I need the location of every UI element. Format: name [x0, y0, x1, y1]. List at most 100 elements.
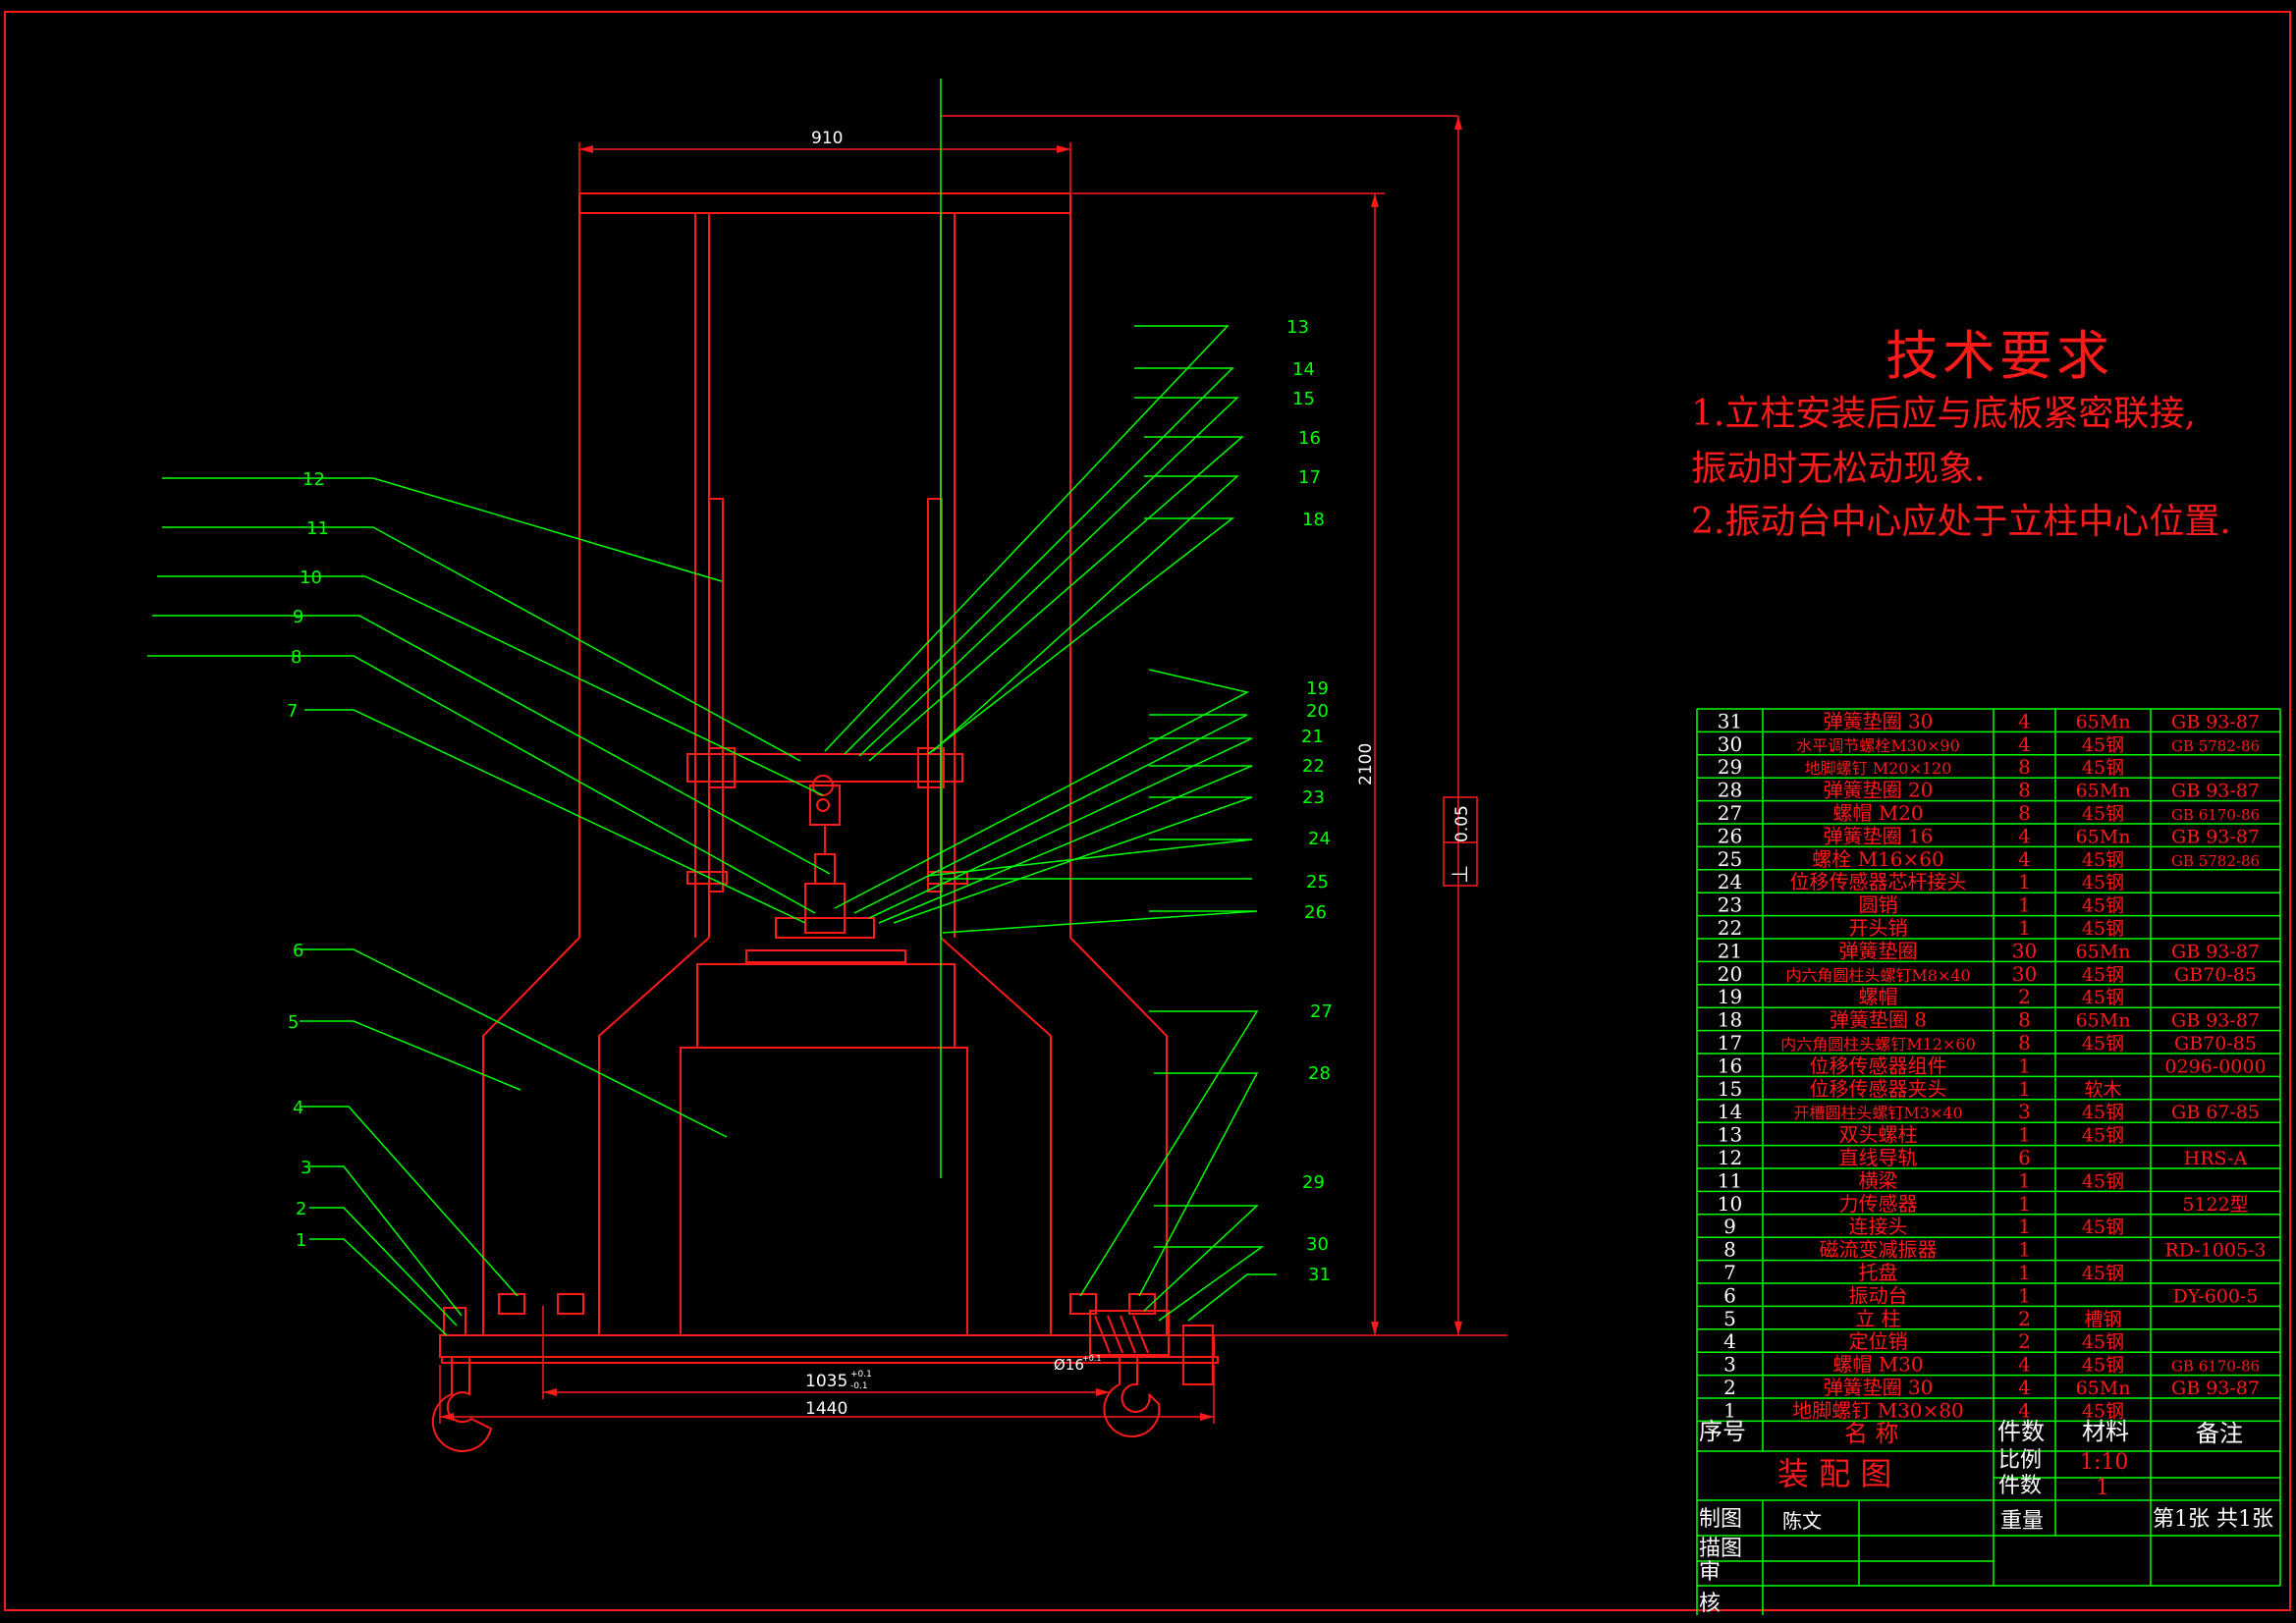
balloon-27: 27 [1310, 1001, 1333, 1022]
bom-cell-name: 振动台 [1849, 1283, 1908, 1307]
bom-cell-name: 位移传感器组件 [1810, 1054, 1947, 1077]
bom-cell-no: 14 [1718, 1100, 1742, 1123]
bom-cell-no: 13 [1718, 1123, 1742, 1147]
bom-cell-name: 力传感器 [1839, 1192, 1918, 1216]
review-label-1: 审 [1699, 1560, 1721, 1585]
bom-cell-qty: 3 [2018, 1100, 2031, 1123]
dim-1440: 1440 [805, 1399, 847, 1419]
balloon-31: 31 [1308, 1265, 1331, 1285]
bom-cell-mat: 65Mn [2076, 826, 2131, 847]
balloon-17: 17 [1298, 467, 1321, 488]
bom-cell-name: 螺帽 M20 [1832, 801, 1923, 825]
balloon-20: 20 [1306, 701, 1329, 722]
bom-header-note: 备注 [2196, 1420, 2243, 1447]
bom-cell-qty: 2 [2018, 1329, 2031, 1353]
balloon-22: 22 [1302, 756, 1325, 777]
bom-cell-no: 19 [1718, 985, 1742, 1008]
bom-cell-note: GB70-85 [2174, 1033, 2257, 1055]
bom-cell-name: 立 柱 [1855, 1307, 1900, 1330]
balloons-left: 12 11 10 9 8 7 6 5 4 3 2 1 [287, 469, 329, 1251]
bom-cell-mat: 软木 [2084, 1079, 2121, 1101]
count-value: 1 [2096, 1476, 2109, 1500]
drawing-name: 装 配 图 [1777, 1455, 1891, 1492]
bom-cell-mat: 65Mn [2076, 781, 2131, 802]
bom-header: 序号 名 称 件数 材料 备注 [1699, 1418, 2243, 1447]
bom-cell-name: 位移传感器芯杆接头 [1790, 870, 1967, 893]
bom-cell-no: 25 [1718, 847, 1742, 871]
dim-1035-tol-lower: -0.1 [850, 1381, 868, 1391]
dim-2100: 2100 [1356, 743, 1376, 785]
bom-cell-name: 托盘 [1859, 1261, 1898, 1284]
bom-cell-qty: 4 [2018, 847, 2031, 871]
tech-requirements-title: 技术要求 [1886, 325, 2113, 387]
balloon-13: 13 [1286, 317, 1309, 338]
bom-cell-mat: 45钢 [2082, 872, 2124, 893]
bom-cell-no: 28 [1718, 779, 1742, 802]
bom-cell-qty: 1 [2018, 870, 2031, 893]
dim-hole: Ø16 [1054, 1356, 1084, 1374]
bom-cell-name: 圆销 [1859, 893, 1898, 917]
bom-cell-mat: 45钢 [2082, 1355, 2124, 1377]
bom-cell-qty: 30 [2012, 962, 2037, 986]
bom-cell-note: GB 93-87 [2171, 781, 2260, 802]
bom-cell-name: 定位销 [1849, 1329, 1908, 1353]
dimension-lines [439, 115, 1507, 1424]
bom-cell-no: 21 [1718, 939, 1742, 962]
bom-cell-no: 9 [1723, 1215, 1736, 1238]
balloon-26: 26 [1304, 902, 1327, 923]
bom-cell-no: 2 [1723, 1376, 1736, 1399]
bom-cell-mat: 45钢 [2082, 734, 2124, 756]
bom-cell-name: 地脚螺钉 M20×120 [1805, 759, 1952, 778]
bom-cell-no: 27 [1718, 801, 1742, 825]
bom-cell-no: 12 [1718, 1146, 1742, 1169]
dim-hole-tol: +0.1 [1082, 1354, 1101, 1363]
bom-cell-mat: 45钢 [2082, 964, 2124, 986]
bom-cell-no: 5 [1723, 1307, 1736, 1330]
tech-requirement-line-1: 1.立柱安装后应与底板紧密联接, [1691, 394, 2196, 434]
balloon-7: 7 [287, 701, 298, 722]
bom-cell-qty: 30 [2012, 939, 2037, 962]
bom-cell-note: GB 93-87 [2171, 711, 2260, 732]
bom-cell-qty: 1 [2018, 1283, 2031, 1307]
bom-cell-name: 弹簧垫圈 [1839, 939, 1918, 962]
bom-cell-note: GB 6170-86 [2171, 806, 2260, 824]
balloons-right: 13 14 15 16 17 18 19 20 21 22 23 24 25 2… [1286, 317, 1333, 1285]
bom-cell-no: 17 [1718, 1031, 1742, 1055]
balloon-3: 3 [301, 1158, 311, 1178]
bom-cell-qty: 8 [2018, 755, 2031, 779]
bom-cell-mat: 65Mn [2076, 1378, 2131, 1399]
bom-cell-note: GB70-85 [2174, 964, 2257, 986]
bom-cell-mat: 45钢 [2082, 987, 2124, 1008]
bom-header-mat: 材料 [2082, 1418, 2129, 1445]
title-block: 装 配 图 比例 1:10 件数 1 重量 第1张 共1张 制图 陈文 描图 审… [1699, 1448, 2273, 1616]
bom-cell-no: 20 [1718, 962, 1742, 986]
bom-cell-mat: 45钢 [2082, 1125, 2124, 1147]
dimension-arrows [440, 116, 1462, 1421]
bom-cell-no: 8 [1723, 1238, 1736, 1262]
bom-cell-name: 开头销 [1849, 916, 1908, 940]
drawing-border [4, 11, 2291, 1611]
bom-cell-qty: 1 [2018, 1054, 2031, 1077]
bom-cell-qty: 4 [2018, 732, 2031, 756]
bom-cell-qty: 1 [2018, 893, 2031, 917]
bom-header-name: 名 称 [1844, 1420, 1899, 1447]
bom-cell-no: 24 [1718, 870, 1742, 893]
bom-cell-note: GB 93-87 [2171, 1378, 2260, 1399]
traced-label: 描图 [1699, 1537, 1742, 1561]
balloon-2: 2 [296, 1199, 306, 1219]
bom-cell-qty: 1 [2018, 1192, 2031, 1216]
bom-cell-qty: 8 [2018, 1031, 2031, 1055]
balloon-1: 1 [296, 1230, 306, 1251]
bom-cell-qty: 8 [2018, 1008, 2031, 1032]
bom-cell-mat: 45钢 [2082, 803, 2124, 825]
bom-cell-no: 31 [1718, 709, 1742, 732]
bom-cell-mat: 45钢 [2082, 1170, 2124, 1192]
bom-cell-no: 10 [1718, 1192, 1742, 1216]
balloon-9: 9 [293, 607, 303, 627]
bom-cell-qty: 4 [2018, 1353, 2031, 1377]
bom-cell-name: 螺帽 [1859, 985, 1898, 1008]
bom-cell-name: 双头螺柱 [1839, 1123, 1918, 1147]
bom-cell-qty: 2 [2018, 1307, 2031, 1330]
